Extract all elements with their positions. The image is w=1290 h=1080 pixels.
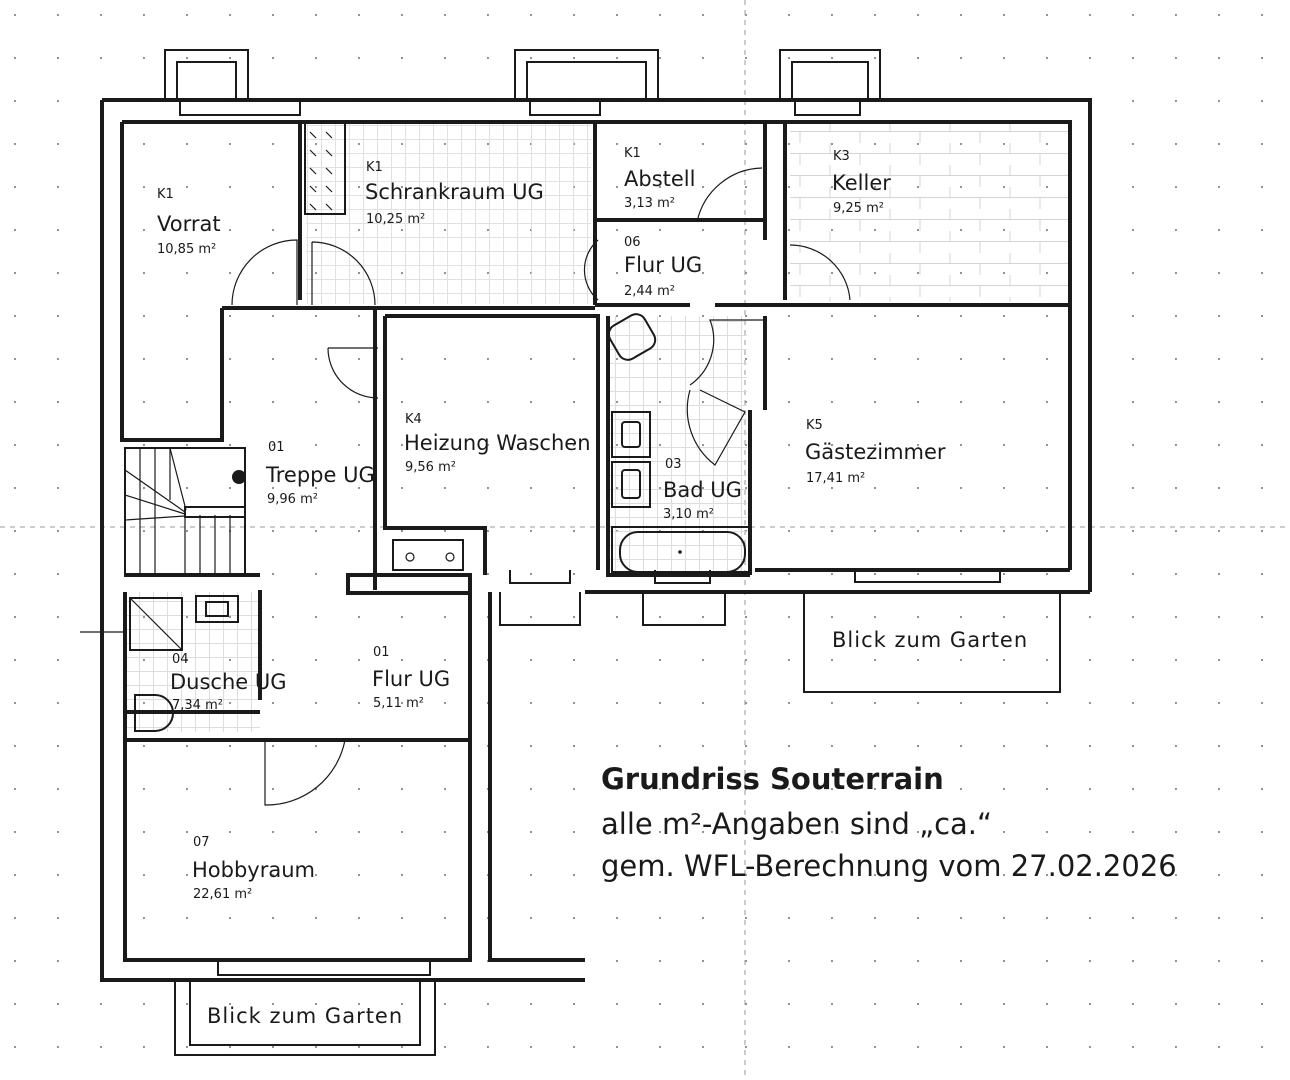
caption-line-1: alle m²-Angaben sind „ca.“ xyxy=(601,807,992,841)
svg-text:07: 07 xyxy=(193,835,210,850)
svg-text:01: 01 xyxy=(268,440,285,455)
svg-text:K1: K1 xyxy=(624,146,641,161)
room-label-vorrat: K1 Vorrat 10,85 m² xyxy=(157,187,221,257)
svg-text:17,41 m²: 17,41 m² xyxy=(806,471,865,486)
svg-text:Heizung Waschen: Heizung Waschen xyxy=(404,431,591,455)
svg-text:3,10 m²: 3,10 m² xyxy=(663,507,714,522)
wardrobe-hatch xyxy=(309,131,333,211)
svg-text:10,25 m²: 10,25 m² xyxy=(366,212,425,227)
svg-text:Gästezimmer: Gästezimmer xyxy=(805,440,946,464)
room-label-heizung: K4 Heizung Waschen 9,56 m² xyxy=(404,412,591,475)
svg-text:5,11 m²: 5,11 m² xyxy=(373,696,424,711)
svg-text:Flur UG: Flur UG xyxy=(372,667,450,691)
svg-text:K1: K1 xyxy=(366,160,383,175)
sanitary-fixtures xyxy=(129,313,751,732)
interior-walls xyxy=(125,122,1070,742)
svg-text:Flur UG: Flur UG xyxy=(624,253,702,277)
svg-text:9,96 m²: 9,96 m² xyxy=(267,492,318,507)
svg-text:Keller: Keller xyxy=(832,171,891,195)
room-label-flur-top: 06 Flur UG 2,44 m² xyxy=(624,235,702,299)
wardrobe-unit xyxy=(304,121,346,215)
garden-view-label-right: Blick zum Garten xyxy=(832,628,1028,652)
svg-text:22,61 m²: 22,61 m² xyxy=(193,887,252,902)
garden-view-box-bottom-inner xyxy=(189,979,421,1046)
caption-line-2: gem. WFL-Berechnung vom 27.02.2026 xyxy=(601,849,1177,883)
schrankraum-floor xyxy=(306,122,591,304)
svg-text:10,85 m²: 10,85 m² xyxy=(157,242,216,257)
svg-text:9,56 m²: 9,56 m² xyxy=(405,460,456,475)
svg-text:Schrankraum UG: Schrankraum UG xyxy=(365,180,544,204)
room-label-treppe: 01 Treppe UG 9,96 m² xyxy=(265,440,375,507)
svg-text:K3: K3 xyxy=(833,149,850,164)
svg-text:3,13 m²: 3,13 m² xyxy=(624,196,675,211)
room-label-gaeste: K5 Gästezimmer 17,41 m² xyxy=(805,418,946,486)
svg-text:9,25 m²: 9,25 m² xyxy=(833,201,884,216)
plan-caption: Grundriss Souterrain alle m²-Angaben sin… xyxy=(601,762,1177,883)
svg-text:03: 03 xyxy=(665,457,682,472)
room-label-hobby: 07 Hobbyraum 22,61 m² xyxy=(192,835,315,902)
svg-text:2,44 m²: 2,44 m² xyxy=(624,284,675,299)
door-swings xyxy=(80,167,851,806)
svg-text:7,34 m²: 7,34 m² xyxy=(172,698,223,713)
svg-text:06: 06 xyxy=(624,235,641,250)
svg-text:K4: K4 xyxy=(405,412,422,427)
svg-text:Bad UG: Bad UG xyxy=(663,478,742,502)
room-label-dusche: 04 Dusche UG 7,34 m² xyxy=(170,652,287,713)
room-label-flur-bottom: 01 Flur UG 5,11 m² xyxy=(372,645,450,711)
room-label-schrankraum: K1 Schrankraum UG 10,25 m² xyxy=(365,160,544,227)
svg-text:Hobbyraum: Hobbyraum xyxy=(192,858,315,882)
staircase xyxy=(124,447,246,577)
svg-text:Treppe UG: Treppe UG xyxy=(265,463,375,487)
caption-title: Grundriss Souterrain xyxy=(601,762,944,796)
svg-text:Dusche UG: Dusche UG xyxy=(170,670,287,694)
garden-view-label-bottom: Blick zum Garten xyxy=(207,1004,403,1028)
garden-view-box-right xyxy=(803,591,1061,693)
room-label-keller: K3 Keller 9,25 m² xyxy=(832,149,891,216)
svg-text:Vorrat: Vorrat xyxy=(157,212,221,236)
svg-text:01: 01 xyxy=(373,645,390,660)
keller-floor xyxy=(790,122,1070,302)
windows xyxy=(164,49,1001,976)
room-label-abstell: K1 Abstell 3,13 m² xyxy=(624,146,695,211)
svg-text:K5: K5 xyxy=(806,418,823,433)
svg-text:Abstell: Abstell xyxy=(624,167,695,191)
room-label-bad: 03 Bad UG 3,10 m² xyxy=(663,457,742,522)
svg-text:K1: K1 xyxy=(157,187,174,202)
svg-text:04: 04 xyxy=(172,652,189,667)
